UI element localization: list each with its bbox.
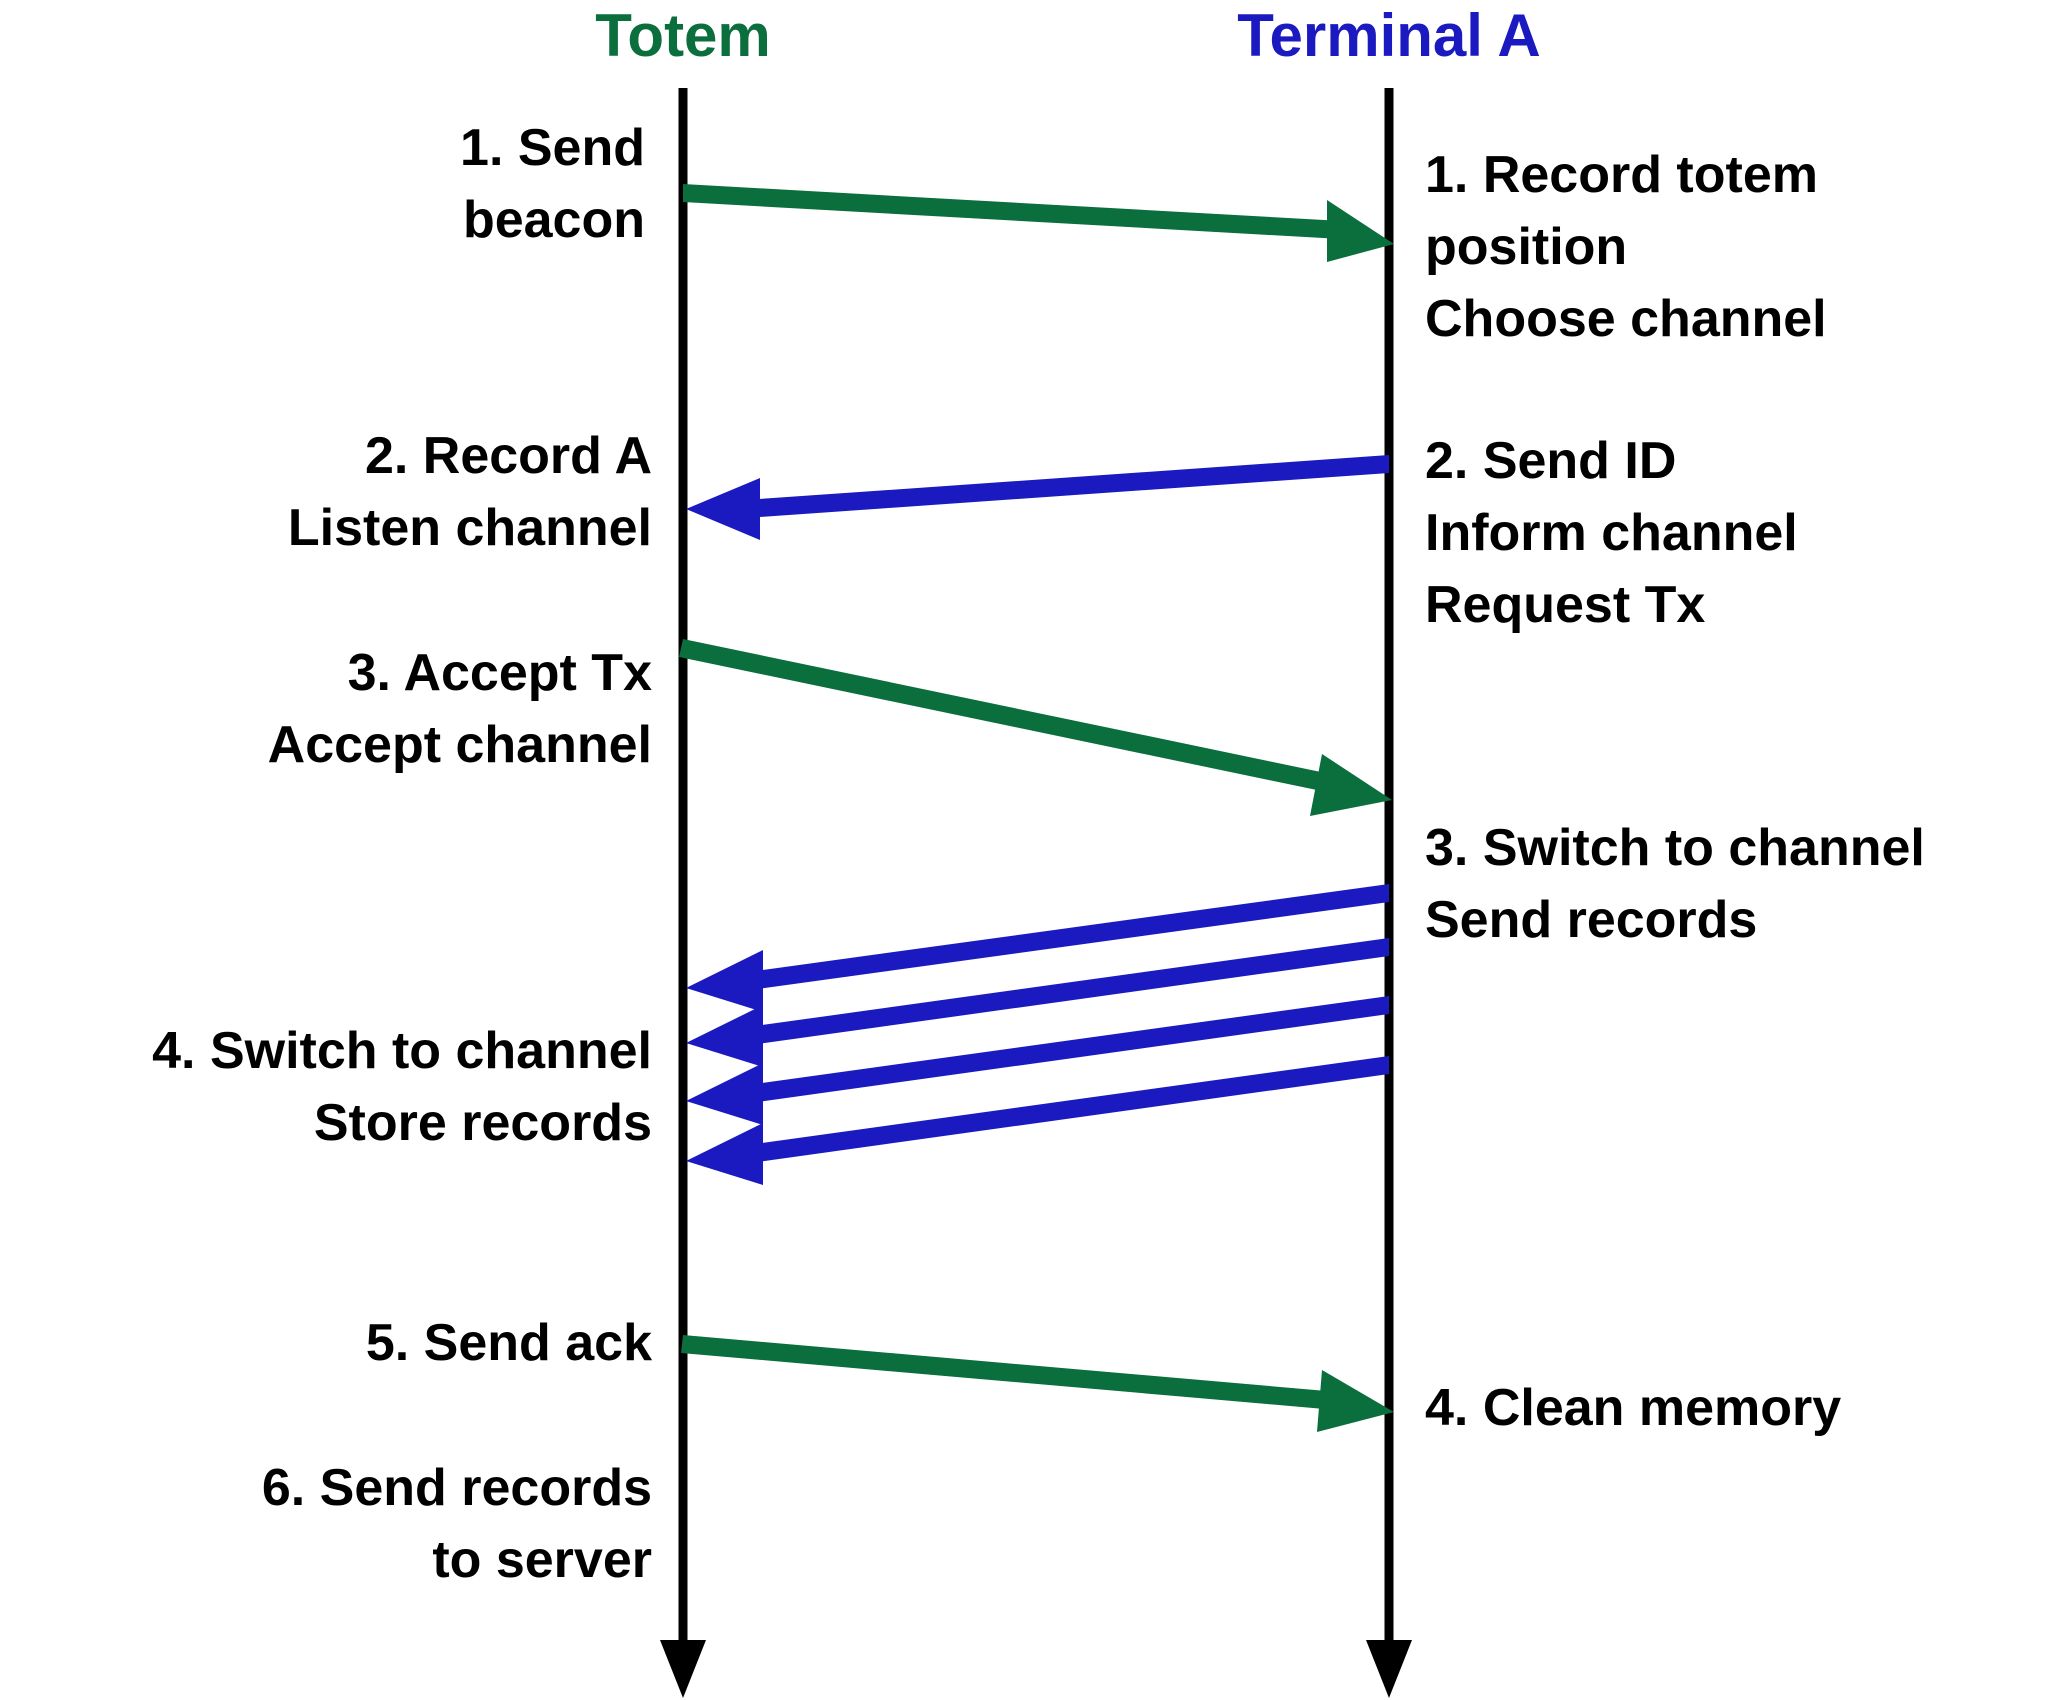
lifeline-header-terminal: Terminal A (1237, 2, 1540, 69)
note-right-3-line-1: 3. Switch to channel (1425, 819, 1925, 877)
note-left-6: 6. Send records to server (262, 1459, 652, 1589)
note-left-1: 1. Send beacon (460, 119, 645, 249)
note-left-5: 5. Send ack (366, 1314, 652, 1372)
note-right-1: 1. Record totem position Choose channel (1425, 146, 1827, 348)
lifeline-header-totem: Totem (595, 2, 771, 69)
arrowhead-left-4c (686, 1063, 763, 1125)
note-left-4: 4. Switch to channel Store records (152, 1022, 652, 1152)
lifeline-end-arrowhead-terminal (1366, 1640, 1412, 1698)
message-arrow-4b-send-records (686, 938, 1389, 1067)
note-left-3-line-1: 3. Accept Tx (348, 644, 652, 702)
lifeline-end-arrowhead-totem (660, 1640, 706, 1698)
message-arrow-1-send-beacon (683, 184, 1394, 262)
note-right-2-line-3: Request Tx (1425, 576, 1705, 634)
note-left-3-line-2: Accept channel (268, 716, 652, 774)
message-arrow-4d-send-records (686, 1056, 1389, 1185)
note-right-1-line-2: position (1425, 218, 1627, 276)
message-arrow-3-accept-tx (679, 639, 1392, 816)
arrowhead-left-4d (686, 1123, 763, 1185)
arrowhead-left-2 (686, 478, 760, 540)
note-right-3: 3. Switch to channel Send records (1425, 819, 1925, 949)
note-right-1-line-3: Choose channel (1425, 290, 1827, 348)
arrowhead-right-5 (1317, 1370, 1394, 1432)
arrowhead-left-4a (686, 950, 763, 1012)
note-right-2: 2. Send ID Inform channel Request Tx (1425, 432, 1798, 634)
note-left-5-line-1: 5. Send ack (366, 1314, 652, 1372)
arrowhead-right-3 (1310, 754, 1392, 816)
note-left-4-line-2: Store records (314, 1094, 652, 1152)
note-right-4: 4. Clean memory (1425, 1379, 1841, 1437)
arrowhead-left-4b (686, 1005, 763, 1067)
note-right-1-line-1: 1. Record totem (1425, 146, 1818, 204)
note-right-2-line-1: 2. Send ID (1425, 432, 1676, 490)
note-right-4-line-1: 4. Clean memory (1425, 1379, 1841, 1437)
lifeline-terminal (1366, 88, 1412, 1698)
note-left-2-line-2: Listen channel (288, 499, 652, 557)
note-left-2-line-1: 2. Record A (365, 427, 652, 485)
message-arrow-2-send-id (686, 455, 1389, 540)
note-left-6-line-2: to server (432, 1531, 652, 1589)
note-right-3-line-2: Send records (1425, 891, 1757, 949)
note-left-1-line-1: 1. Send (460, 119, 645, 177)
note-left-1-line-2: beacon (463, 191, 645, 249)
note-left-4-line-1: 4. Switch to channel (152, 1022, 652, 1080)
message-arrow-5-send-ack (681, 1335, 1394, 1432)
lifeline-totem (660, 88, 706, 1698)
note-right-2-line-2: Inform channel (1425, 504, 1798, 562)
message-arrow-4c-send-records (686, 996, 1389, 1125)
note-left-6-line-1: 6. Send records (262, 1459, 652, 1517)
note-left-2: 2. Record A Listen channel (288, 427, 652, 557)
message-arrow-4a-send-records (686, 884, 1389, 1012)
arrowhead-right-1 (1327, 200, 1394, 262)
note-left-3: 3. Accept Tx Accept channel (268, 644, 652, 774)
